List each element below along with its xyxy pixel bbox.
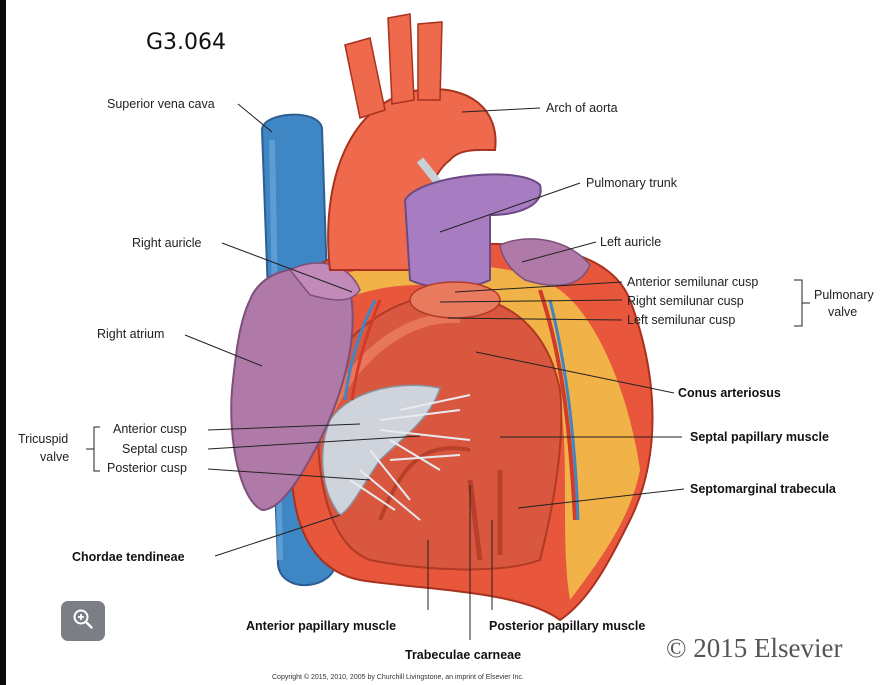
label-superior-vena-cava: Superior vena cava [107,97,215,112]
label-trabeculae-carneae: Trabeculae carneae [405,648,521,663]
label-pulmonary-trunk: Pulmonary trunk [586,176,677,191]
zoom-in-icon [72,608,94,635]
label-left-auricle: Left auricle [600,235,661,250]
label-left-semilunar-cusp: Left semilunar cusp [627,313,735,328]
label-posterior-papillary-muscle: Posterior papillary muscle [489,619,645,634]
copyright-notice: © 2015 Elsevier [666,633,842,664]
label-tricuspid-valve-line1: Tricuspid [18,432,68,447]
label-arch-of-aorta: Arch of aorta [546,101,618,116]
label-septomarginal-trabecula: Septomarginal trabecula [690,482,836,497]
zoom-in-button[interactable] [61,601,105,641]
label-anterior-papillary-muscle: Anterior papillary muscle [246,619,396,634]
figure-id: G3.064 [146,30,226,55]
label-right-atrium: Right atrium [97,327,164,342]
left-subclavian-shape [418,22,442,100]
label-posterior-cusp: Posterior cusp [107,461,187,476]
copyright-footnote: Copyright © 2015, 2010, 2005 by Churchil… [272,674,524,681]
label-conus-arteriosus: Conus arteriosus [678,386,781,401]
label-right-semilunar-cusp: Right semilunar cusp [627,294,744,309]
label-pulmonary-valve-line1: Pulmonary [814,288,874,303]
left-common-carotid-shape [388,14,414,104]
label-septal-papillary-muscle: Septal papillary muscle [690,430,829,445]
label-pulmonary-valve-line2: valve [828,305,857,320]
pulmonary-valve-shape [410,282,500,318]
label-anterior-semilunar-cusp: Anterior semilunar cusp [627,275,758,290]
label-right-auricle: Right auricle [132,236,201,251]
label-septal-cusp: Septal cusp [122,442,187,457]
brachiocephalic-trunk-shape [345,38,385,118]
label-tricuspid-valve-line2: valve [40,450,69,465]
label-chordae-tendineae: Chordae tendineae [72,550,185,565]
label-anterior-cusp: Anterior cusp [113,422,187,437]
